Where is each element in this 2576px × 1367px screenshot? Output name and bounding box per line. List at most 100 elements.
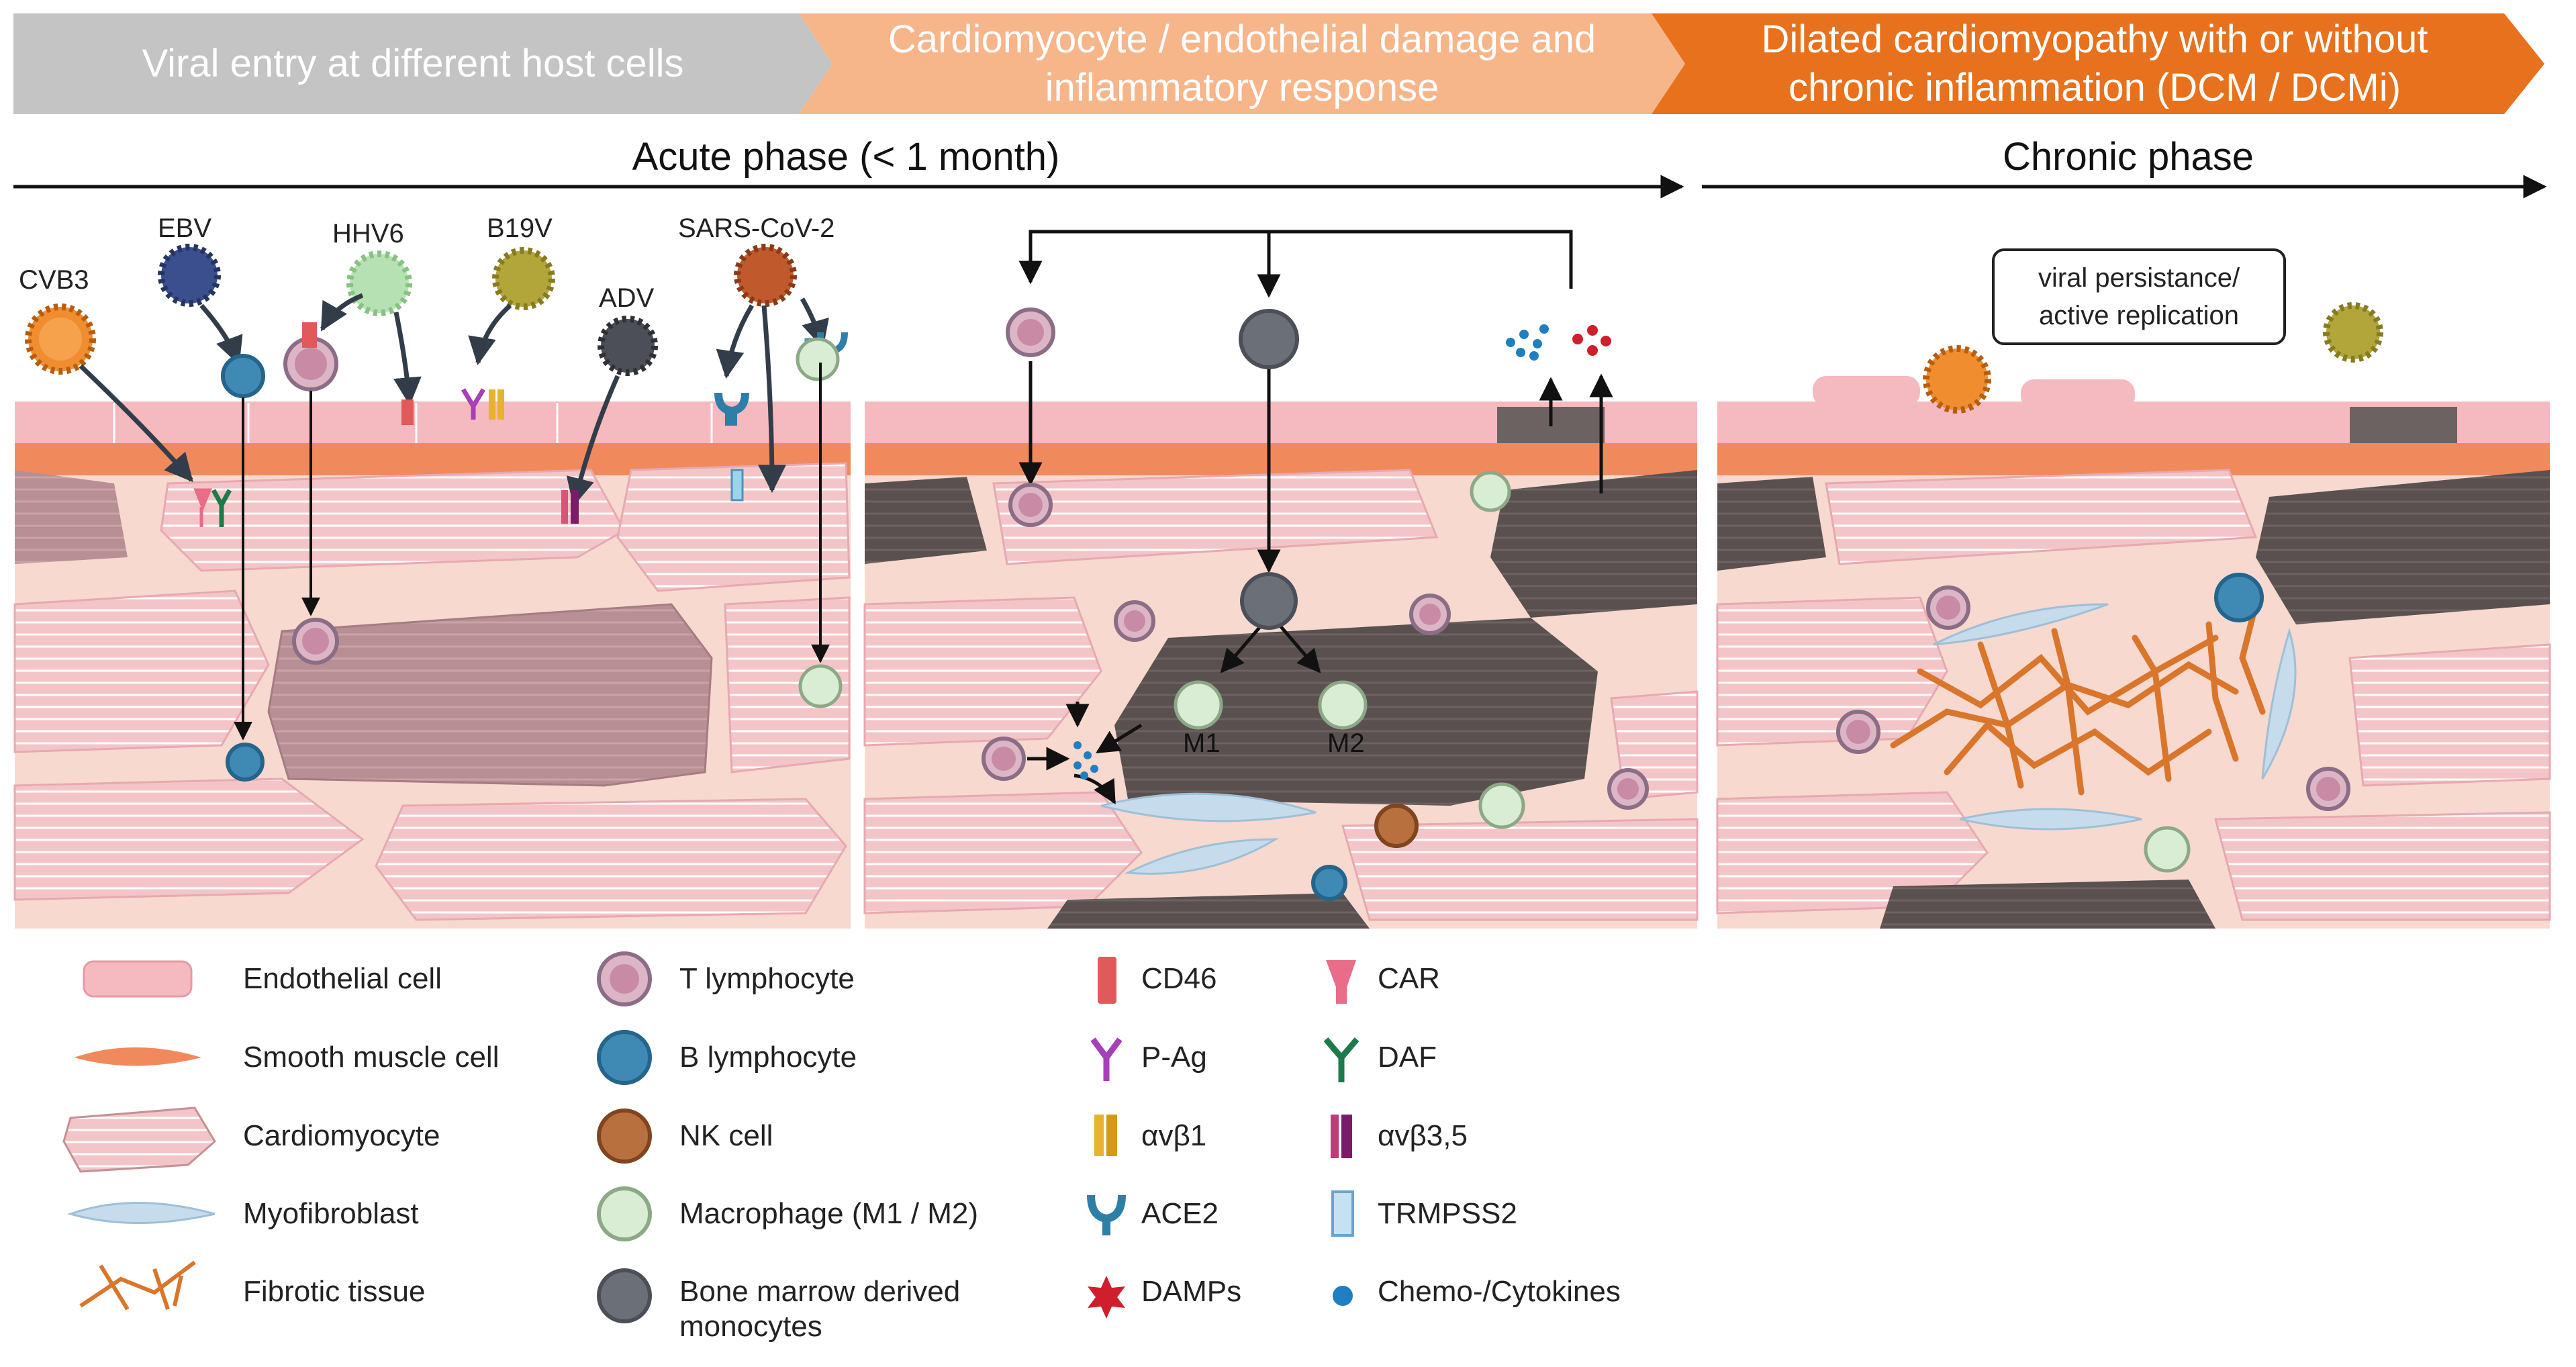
legend-icon-endothelial [83,960,193,998]
virus-adv [598,316,658,376]
macrophage-label-m2: M2 [1327,728,1365,758]
banner-label-dcm: Dilated cardiomyopathy with or without c… [1685,13,2504,114]
virus-hhv6 [346,250,412,316]
endothelial-cell [2021,379,2135,410]
banner-viral-entry [13,13,832,114]
legend-icon-fibrotic [79,1260,196,1311]
legend-label-t-cell: T lymphocyte [679,962,855,995]
legend-label-ace2: ACE2 [1141,1197,1219,1230]
banner-text-1: Viral entry at different host cells [142,42,684,85]
cardiomyocyte-damaged [1490,470,1697,618]
legend-label-avb1: αvβ1 [1141,1119,1207,1152]
viral-persistence-callout: viral persistance/ active replication [1992,248,2286,345]
cardiomyocyte-damaged [2256,470,2550,624]
legend-icon-trmpss2 [1331,1190,1354,1237]
cardiomyocyte [1716,596,1948,747]
virus-label-hhv6: HHV6 [332,219,404,248]
cardiomyocyte-damaged [267,603,713,787]
panel-chronic [1716,376,2551,929]
legend-icon-macrophage [597,1186,652,1241]
legend-icon-avb1 [1094,1115,1117,1156]
cardiomyocyte-damaged [865,477,987,564]
cardiomyocyte-damaged [1047,893,1370,929]
cardiomyocyte [160,469,626,572]
legend-icon-myofibroblast [67,1202,216,1224]
virus-cvb3 [25,303,96,375]
legend-icon-car [1326,960,1356,1004]
endothelial-cell-damaged [2350,407,2457,443]
legend-icon-daf [1323,1037,1359,1082]
legend-label-daf: DAF [1378,1041,1437,1074]
virus-cvb3-chronic [1923,345,1991,414]
legend-icon-monocyte [597,1268,652,1323]
virus-b19v [492,247,555,310]
legend-label-monocyte-1: Bone marrow derived [679,1275,961,1308]
banner-label-damage: Cardiomyocyte / endothelial damage and i… [832,13,1652,114]
banner-label-viral-entry: Viral entry at different host cells [13,13,812,114]
endothelial-cell [1813,376,1920,406]
cardiomyocyte [616,462,851,592]
virus-ebv [158,244,221,307]
legend-label-macrophage: Macrophage (M1 / M2) [679,1197,979,1230]
cardiomyocyte [863,791,1143,914]
legend-label-cd46: CD46 [1141,962,1217,995]
cardiomyocyte [1341,818,1699,921]
damps-dots [1572,325,1611,356]
legend-label-p-ag: P-Ag [1141,1041,1207,1074]
recruitment-arrows [1018,230,1613,805]
legend-label-endothelial: Endothelial cell [243,962,442,995]
virus-label-cvb3: CVB3 [19,265,89,295]
virus-label-b19v: B19V [487,214,553,243]
legend-icons [62,951,1359,1323]
cardiomyocyte-damaged [1717,477,1826,571]
banner-text-3a: Dilated cardiomyopathy with or without [1761,17,2428,61]
cardiomyocyte [13,590,270,753]
legend-icon-cd46 [1098,957,1116,1004]
legend-icon-chemokines [1333,1286,1353,1306]
legend-label-b-cell: B lymphocyte [679,1041,857,1074]
virus-sars-cov-2 [734,244,797,307]
callout-line-1: viral persistance/ [2038,263,2240,293]
legend-label-car: CAR [1378,962,1440,995]
legend-icon-damps [1088,1276,1125,1319]
cardiomyocyte [992,469,1439,565]
panel-damage [863,402,1699,929]
fibrotic-tissue [1890,601,2266,796]
legend-label-myofibroblast: Myofibroblast [243,1197,419,1230]
legend-label-chemokines: Chemo-/Cytokines [1378,1275,1621,1308]
cardiomyocyte [2214,811,2551,921]
banner-damage [799,13,1685,114]
panel-acute-entry [13,402,851,929]
virus-label-sars-cov-2: SARS-CoV-2 [678,214,835,243]
cardiomyocyte [15,470,128,564]
legend-icon-cardiomyocyte [62,1106,216,1173]
legend-icon-t-cell [597,951,652,1006]
cardiomyocyte-damaged [1880,880,2215,929]
banner-text-2a: Cardiomyocyte / endothelial damage and [888,17,1596,61]
entry-down-arrows [234,363,830,741]
banner-text-3b: chronic inflammation (DCM / DCMi) [1788,66,2401,109]
legend-label-nk-cell: NK cell [679,1119,773,1152]
virus-b19v-chronic [2323,302,2383,363]
legend-label-damps: DAMPs [1141,1275,1242,1308]
immune-cells-damage [982,308,1649,901]
acute-phase-label: Acute phase (< 1 month) [632,135,1060,179]
cardiomyocyte [1825,469,2258,565]
cardiomyocyte [1716,791,1989,914]
cardiomyocyte [375,798,847,921]
legend-icon-nk-cell [597,1109,652,1164]
legend-label-monocyte-2: monocytes [679,1310,822,1343]
cardiomyocyte [724,596,851,773]
legend-icon-ace2 [1087,1194,1126,1235]
legend-icon-b-cell [597,1030,652,1085]
callout-line-2: active replication [2039,301,2239,330]
myofibroblasts [1100,603,2297,875]
legend-label-smooth-muscle: Smooth muscle cell [243,1041,499,1074]
banner-row [13,13,2544,114]
virus-label-adv: ADV [599,283,655,313]
immune-cells-chronic [1836,573,2350,873]
virus-label-ebv: EBV [158,214,212,243]
chronic-phase-label: Chronic phase [2003,135,2254,179]
legend-icon-p-ag [1090,1037,1123,1081]
